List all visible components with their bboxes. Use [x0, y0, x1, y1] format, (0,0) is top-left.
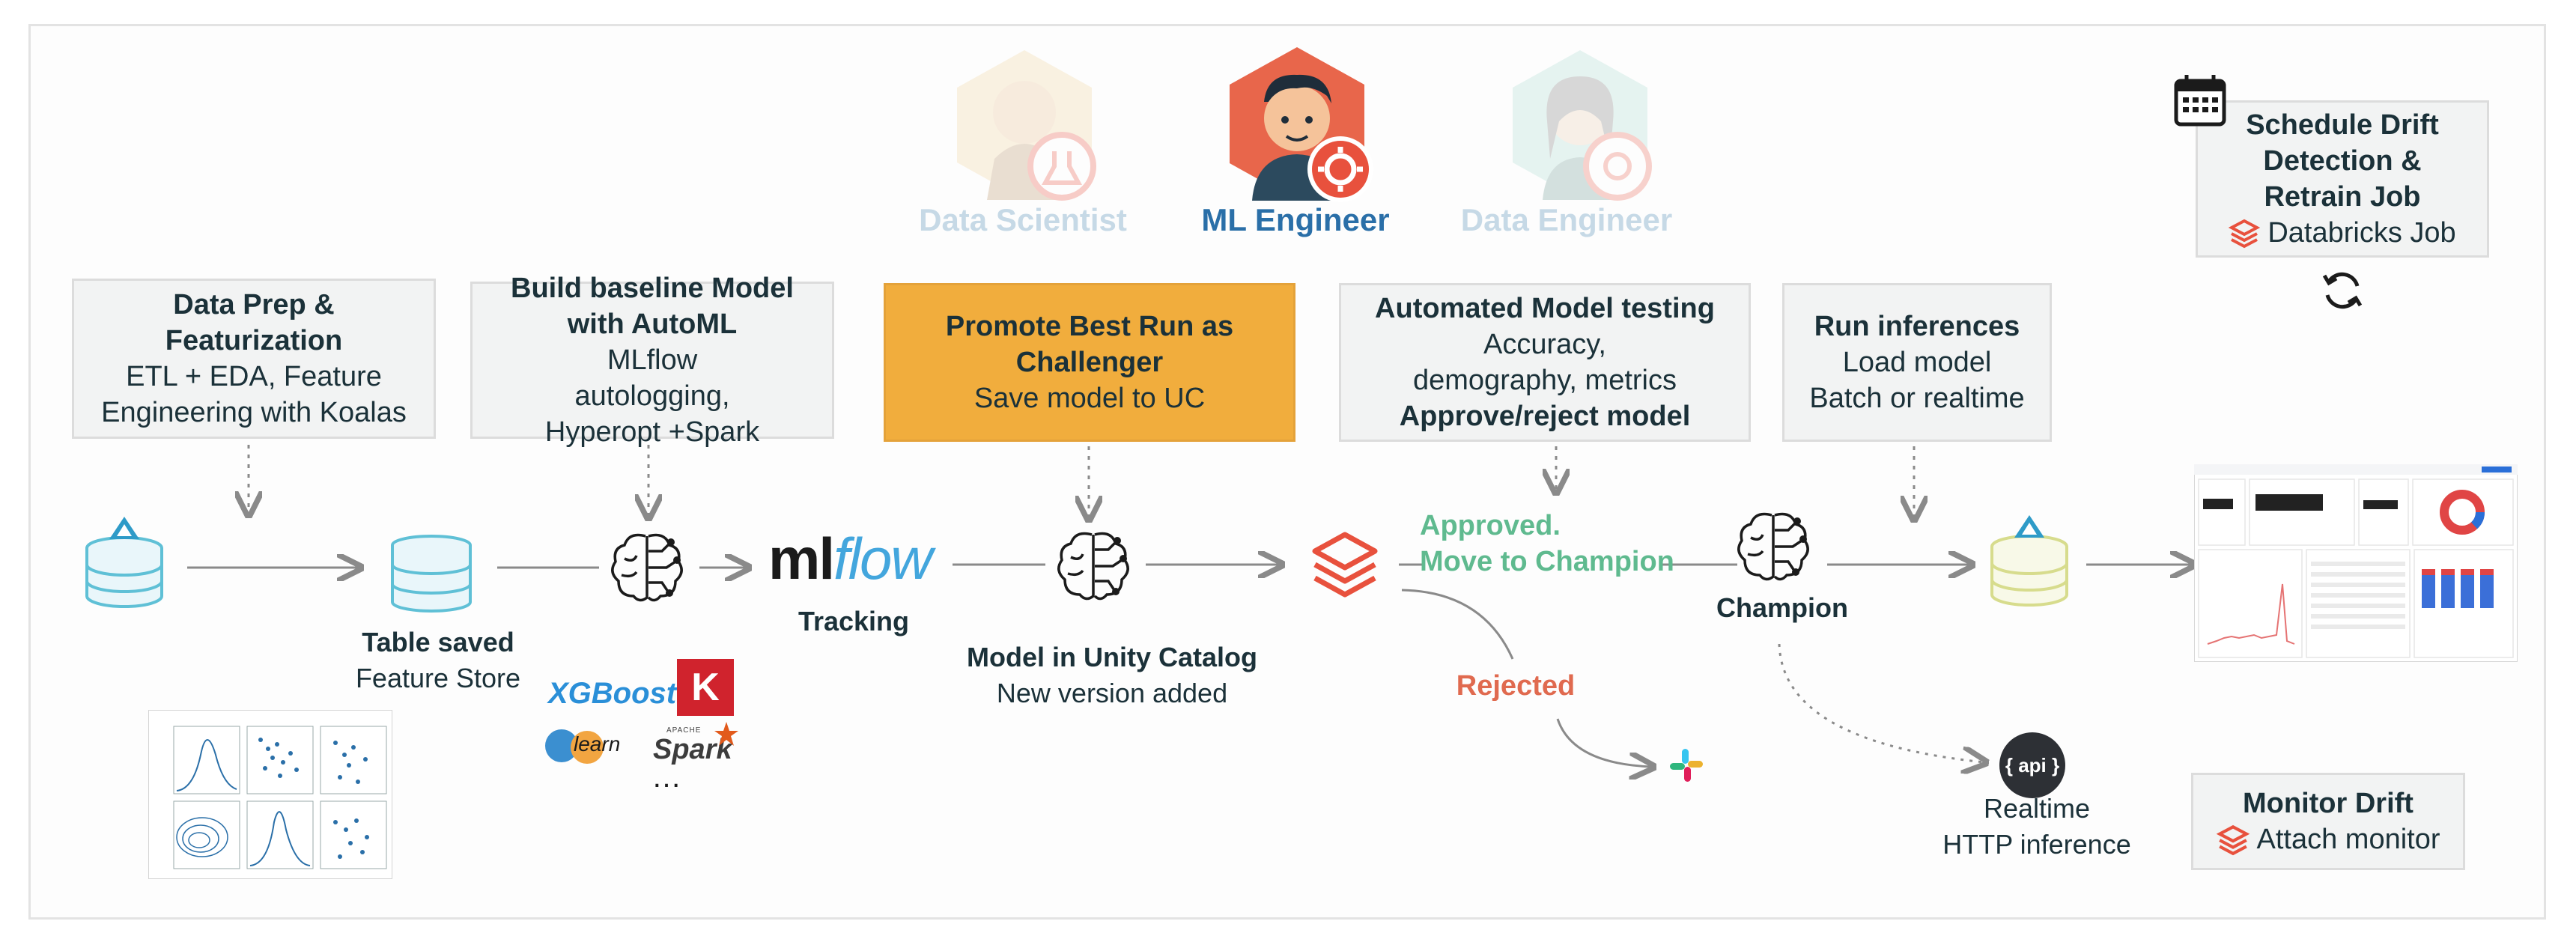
- eda-plot-thumbnail: [148, 710, 392, 879]
- sklearn-logo: learn: [541, 722, 638, 767]
- realtime-line-2: HTTP inference: [1942, 829, 2131, 860]
- unity-catalog-label: Model in Unity Catalog New version added: [966, 639, 1258, 711]
- testing-detail: Accuracy, demography, metrics: [1413, 329, 1677, 396]
- automl-title: Build baseline Model with AutoML: [511, 273, 794, 340]
- approved-line-2: Move to Champion: [1420, 546, 1674, 577]
- testing-box: Automated Model testing Accuracy, demogr…: [1339, 283, 1751, 442]
- calendar-icon: [2174, 75, 2226, 127]
- inference-box: Run inferences Load model Batch or realt…: [1782, 283, 2052, 442]
- api-icon[interactable]: { api }: [1999, 732, 2065, 798]
- schedule-title: Schedule Drift Detection & Retrain Job: [2246, 109, 2439, 213]
- realtime-line-1: Realtime: [1983, 793, 2091, 824]
- approved-label: Approved. Move to Champion: [1420, 508, 1674, 580]
- table-saved-detail: Feature Store: [355, 663, 521, 693]
- brain-icon: [1737, 512, 1809, 581]
- keras-logo: K: [677, 659, 734, 716]
- realtime-label: Realtime HTTP inference: [1917, 791, 2157, 863]
- spark-logo: APACHE Spark: [650, 720, 747, 768]
- refresh-icon[interactable]: [2318, 267, 2366, 314]
- brain-icon: [1057, 532, 1129, 601]
- schedule-detail-label: Databricks Job: [2267, 217, 2456, 249]
- data-engineer-avatar: [1513, 50, 1652, 201]
- api-icon-label: { api }: [2005, 753, 2060, 777]
- brain-icon: [611, 533, 683, 602]
- promote-box: Promote Best Run as Challenger Save mode…: [884, 283, 1295, 442]
- databricks-icon: [2229, 219, 2261, 249]
- champion-label: Champion: [1716, 592, 1848, 623]
- persona-data-scientist: Data Scientist: [919, 202, 1127, 237]
- mlflow-logo: mlflow: [768, 526, 933, 592]
- testing-action: Approve/reject model: [1399, 401, 1691, 432]
- persona-data-engineer: Data Engineer: [1460, 202, 1673, 237]
- databricks-icon: [2216, 824, 2250, 856]
- data-prep-detail: ETL + EDA, Feature Engineering with Koal…: [101, 361, 407, 428]
- sklearn-icon: [545, 729, 604, 764]
- promote-title: Promote Best Run as Challenger: [945, 311, 1234, 378]
- monitor-detail-label: Attach monitor: [2256, 824, 2440, 855]
- unity-catalog-title: Model in Unity Catalog: [966, 642, 1257, 672]
- schedule-box: Schedule Drift Detection & Retrain Job D…: [2196, 100, 2489, 258]
- sklearn-label: learn: [574, 732, 621, 756]
- dashboard-thumbnail: [2194, 464, 2518, 662]
- xgboost-logo: XGBoost: [548, 677, 677, 710]
- spark-label: Spark: [653, 734, 732, 765]
- inference-detail-2: Batch or realtime: [1809, 383, 2025, 414]
- slack-icon: [1670, 749, 1703, 782]
- automl-box: Build baseline Model with AutoML MLflow …: [470, 273, 834, 448]
- table-saved-label: Table saved Feature Store: [315, 625, 562, 696]
- approved-line-1: Approved.: [1420, 510, 1561, 541]
- ml-engineer-avatar: [1230, 47, 1373, 202]
- data-prep-title: Data Prep & Featurization: [165, 289, 343, 356]
- delta-table-icon: [85, 517, 163, 608]
- databricks-icon: [1312, 532, 1378, 598]
- table-saved-title: Table saved: [362, 627, 514, 657]
- automl-detail: MLflow autologging, Hyperopt +Spark: [544, 344, 760, 448]
- inference-detail-1: Load model: [1842, 347, 1992, 378]
- testing-title: Automated Model testing: [1375, 293, 1715, 324]
- rejected-label: Rejected: [1456, 670, 1576, 702]
- monitor-box: Monitor Drift Attach monitor: [2191, 773, 2465, 870]
- schedule-detail: Databricks Job: [2198, 215, 2487, 251]
- database-icon: [391, 535, 472, 613]
- persona-ml-engineer: ML Engineer: [1201, 202, 1390, 237]
- promote-detail: Save model to UC: [973, 383, 1206, 414]
- monitor-title: Monitor Drift: [2243, 788, 2414, 819]
- more-libraries-ellipsis: …: [651, 761, 681, 794]
- spark-apache-label: APACHE: [666, 726, 702, 735]
- data-prep-box: Data Prep & Featurization ETL + EDA, Fea…: [72, 279, 436, 439]
- monitor-detail: Attach monitor: [2193, 821, 2463, 857]
- tracking-label: Tracking: [798, 606, 910, 636]
- inference-title: Run inferences: [1814, 311, 2020, 342]
- spark-star-icon: [714, 722, 738, 746]
- data-scientist-avatar: [957, 50, 1096, 201]
- unity-catalog-detail: New version added: [996, 678, 1228, 708]
- delta-table-icon: [1990, 515, 2068, 607]
